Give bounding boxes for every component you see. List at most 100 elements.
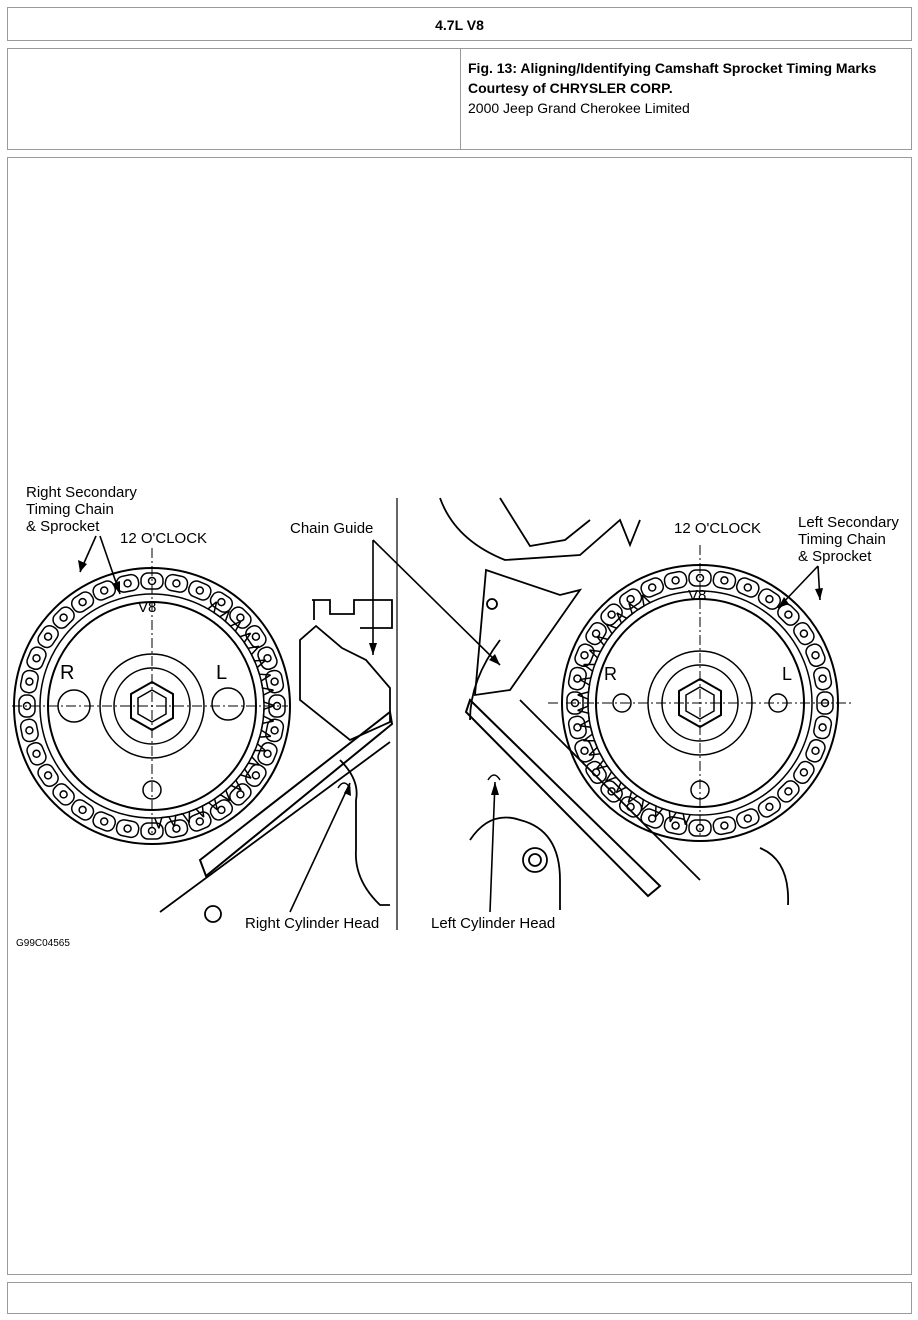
right-chain-link [37,763,59,788]
left-chain-link [712,570,737,590]
right-chain-pin [270,677,279,686]
left-chain-link [618,588,643,610]
left-chain-link [793,760,815,785]
label-twelve-oclock-left: 12 O'CLOCK [120,530,207,547]
right-chain-pin [32,653,41,663]
right-chain-link [229,783,252,806]
right-chain-pin [43,771,53,780]
figure-code: G99C04565 [16,938,70,949]
left-chain-pin [591,629,601,638]
right-chain-link [92,580,117,601]
left-chain-link [663,570,688,590]
left-chain-guide [439,497,789,910]
mark-v8-left: V8 [138,599,156,616]
right-chain-link [70,799,95,821]
left-chain-pin [720,576,729,585]
left-chain-link [735,577,760,598]
caption-text: Fig. 13: Aligning/Identifying Camshaft S… [468,58,898,118]
footer-panel [7,1282,912,1314]
right-chain-link [257,741,278,766]
left-chain-link [640,577,665,598]
left-chain-pin [784,787,793,796]
mark-l-right: L [782,664,792,684]
mark-l-left: L [216,662,227,684]
right-chain-link [37,624,59,649]
right-chain-link [92,811,117,832]
left-chain-pin [811,746,820,756]
label-left-chain-1: Left Secondary [798,514,899,531]
left-chain-link [574,738,595,763]
left-chain-pin [573,674,582,683]
label-right-cylinder-head: Right Cylinder Head [245,915,379,932]
left-chain-pin [580,746,589,756]
left-chain-link [712,816,737,836]
right-chain-pin [217,597,226,607]
right-chain-pin [43,632,53,641]
right-chain-link [26,646,47,671]
right-chain-pin [251,771,261,780]
right-sprocket-teeth [154,601,275,829]
right-chain-pin [236,790,245,799]
left-chain-link [777,780,800,803]
left-chain-pin [765,594,774,604]
label-chain-guide: Chain Guide [290,520,373,537]
figure-courtesy: Courtesy of CHRYSLER CORP. [468,80,673,96]
right-chain-pin [263,653,272,663]
left-chain-pin [799,629,809,638]
mark-r-right: R [604,664,617,684]
right-chain-link [187,811,212,832]
right-chain-links [18,572,286,840]
left-chain-pin [607,610,616,619]
left-chain-pin [720,821,729,830]
left-chain-pin [818,723,827,732]
right-bolt-hex-inner [137,689,167,723]
right-chain-pin [99,586,109,595]
left-chain-link [757,796,782,818]
label-left-chain-2: Timing Chain [798,531,886,548]
left-chain-link [757,588,782,610]
label-left-chain-3: & Sprocket [798,548,872,565]
figure-panel [7,157,912,1275]
left-chain-pin [626,594,635,604]
left-chain-link [640,808,665,829]
right-chain-pin [195,817,205,826]
right-chain-link [19,718,39,743]
right-chain-pin [78,805,87,815]
right-chain-link [265,718,285,743]
left-chain-pin [743,814,753,823]
left-chain-link [600,603,623,626]
label-right-chain-3: & Sprocket [26,518,100,535]
right-chain-pin [172,579,181,588]
right-chain-pin [78,597,87,607]
right-chain-pin [32,749,41,759]
right-chain-pin [195,586,205,595]
left-chain-pin [818,674,827,683]
left-chain-pin [671,821,680,830]
left-dowel-hole-left [612,693,632,713]
left-chain-link [574,643,595,668]
left-chain-pin [765,802,774,812]
left-chain-link [585,621,607,646]
label-left-cylinder-head: Left Cylinder Head [431,915,555,932]
left-chain-pin [607,787,616,796]
left-chain-pin [784,610,793,619]
right-chain-link [257,646,278,671]
vehicle-model: 2000 Jeep Grand Cherokee Limited [468,100,690,116]
mark-r-left: R [60,662,74,684]
left-chain-pin [580,650,589,660]
right-chain-link [52,783,75,806]
right-hub-inner [113,667,191,745]
figure-title: Fig. 13: Aligning/Identifying Camshaft S… [468,60,877,76]
right-chain-link [115,819,140,839]
right-chain-link [19,669,39,694]
left-chain-link [793,621,815,646]
right-chain-link [70,591,95,613]
mark-v8-right: V8 [688,587,706,604]
right-chain-pin [270,726,279,735]
right-chain-pin [217,805,226,815]
left-chain-pin [647,583,657,592]
left-chain-pin [573,723,582,732]
left-chain-pin [799,768,809,777]
left-chain-pin [671,576,680,585]
